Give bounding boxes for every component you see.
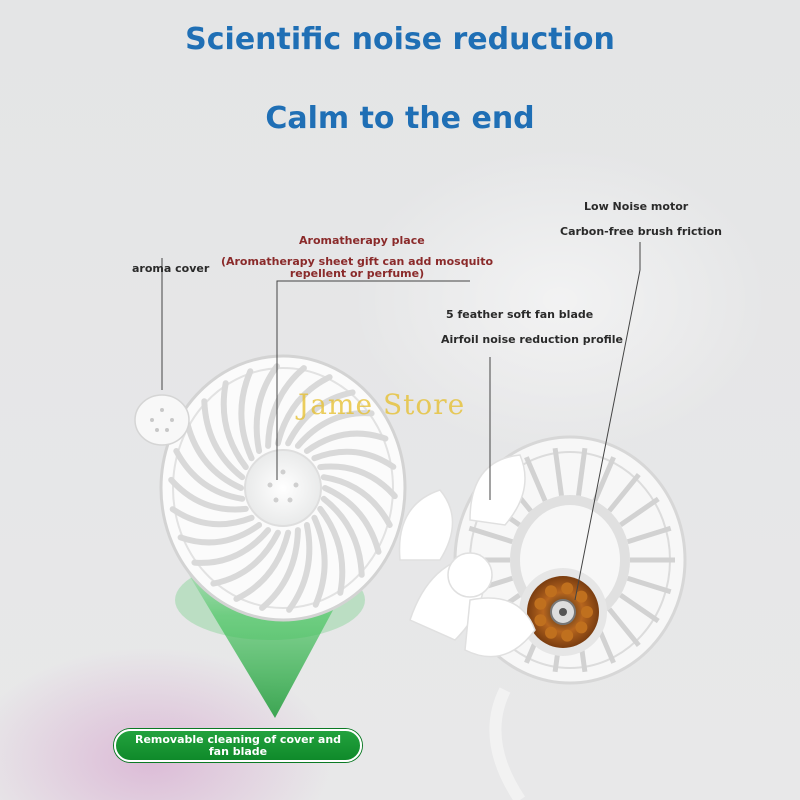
blade-label-line-1: 5 feather soft fan blade bbox=[446, 308, 594, 321]
soft-fan-blades bbox=[398, 454, 536, 658]
blade-label-line-2: Airfoil noise reduction profile bbox=[441, 333, 624, 346]
store-watermark: Jame Store bbox=[298, 388, 466, 421]
headline-line-1: Scientific noise reduction bbox=[185, 22, 615, 57]
aroma-cover-icon bbox=[134, 394, 190, 446]
headline-line-2: Calm to the end bbox=[265, 101, 535, 136]
motor-label-line-2: Carbon-free brush friction bbox=[560, 225, 722, 238]
aroma-cover-label: aroma cover bbox=[132, 262, 210, 275]
aromatherapy-place-label: Aromatherapy place bbox=[299, 234, 425, 247]
cleaning-badge: Removable cleaning of cover and fan blad… bbox=[114, 729, 362, 762]
aromatherapy-note-label: (Aromatherapy sheet gift can add mosquit… bbox=[220, 255, 494, 280]
front-grille bbox=[159, 354, 407, 622]
leader-lines bbox=[161, 242, 641, 601]
motor-icon bbox=[519, 568, 607, 656]
motor-label-line-1: Low Noise motor bbox=[584, 200, 689, 213]
